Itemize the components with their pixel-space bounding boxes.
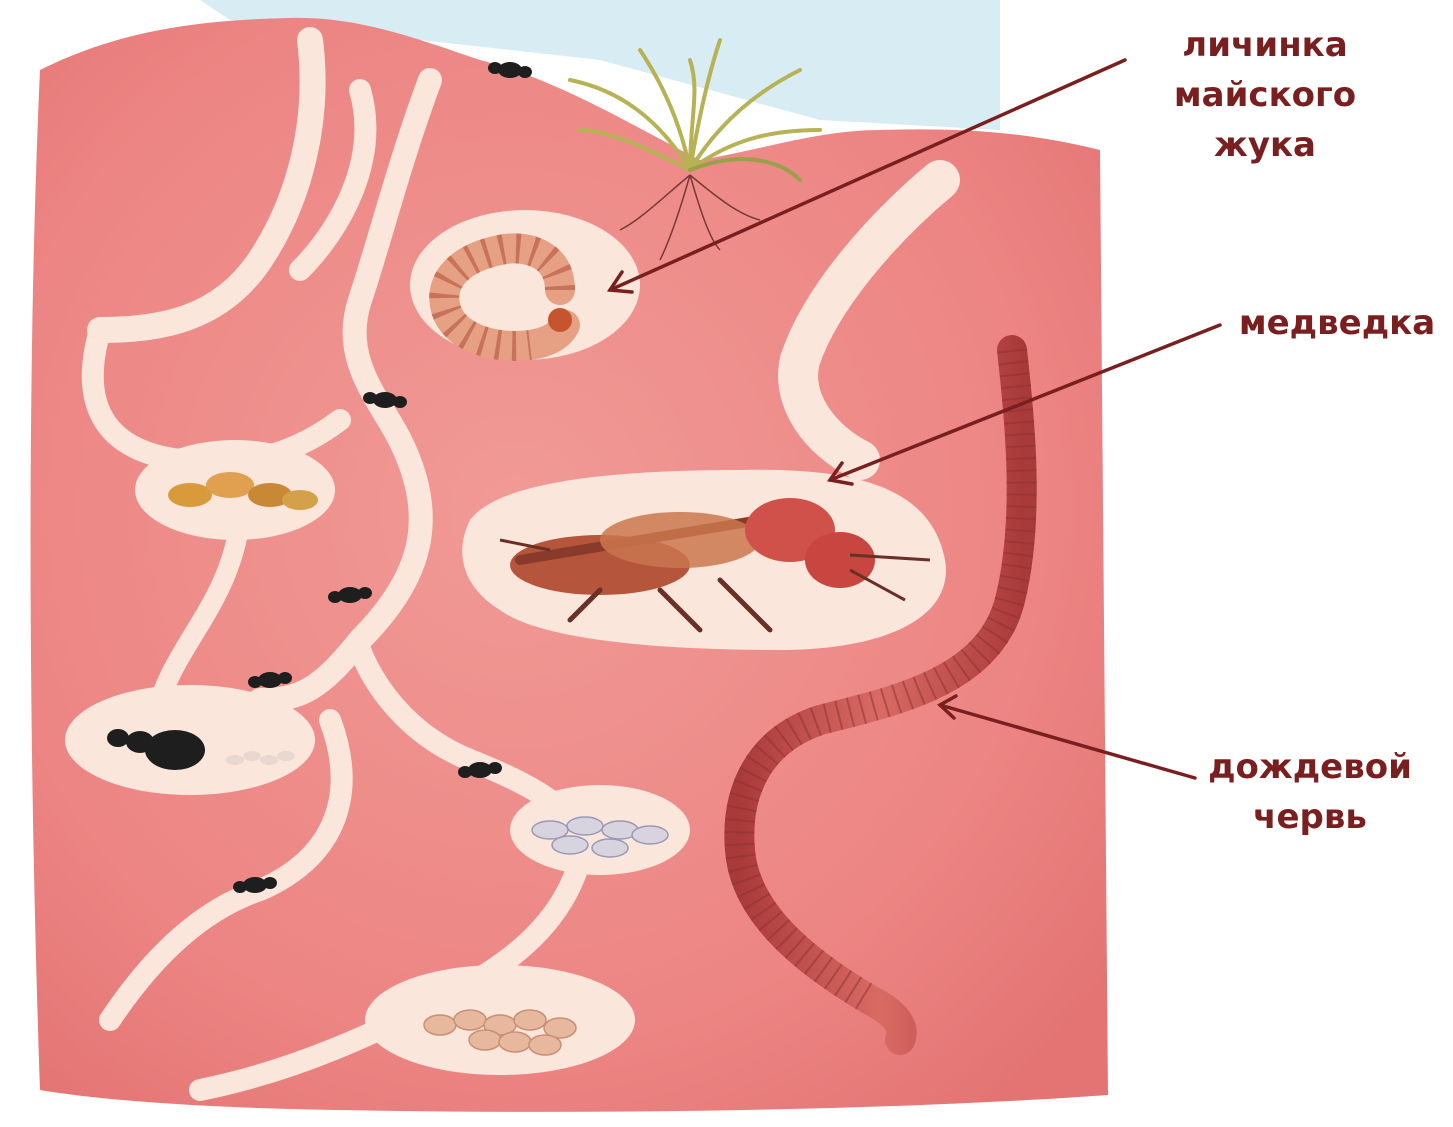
label-beetle-larva: личинка майского жука <box>1150 20 1380 170</box>
label-earthworm-line2: червь <box>1195 792 1425 842</box>
label-beetle-larva-line2: майского <box>1150 70 1380 120</box>
label-earthworm: дождевой червь <box>1195 742 1425 842</box>
label-beetle-larva-line3: жука <box>1150 120 1380 170</box>
label-beetle-larva-line1: личинка <box>1150 20 1380 70</box>
label-mole-cricket: медведка <box>1232 298 1442 348</box>
label-earthworm-line1: дождевой <box>1195 742 1425 792</box>
label-mole-cricket-line1: медведка <box>1232 298 1442 348</box>
